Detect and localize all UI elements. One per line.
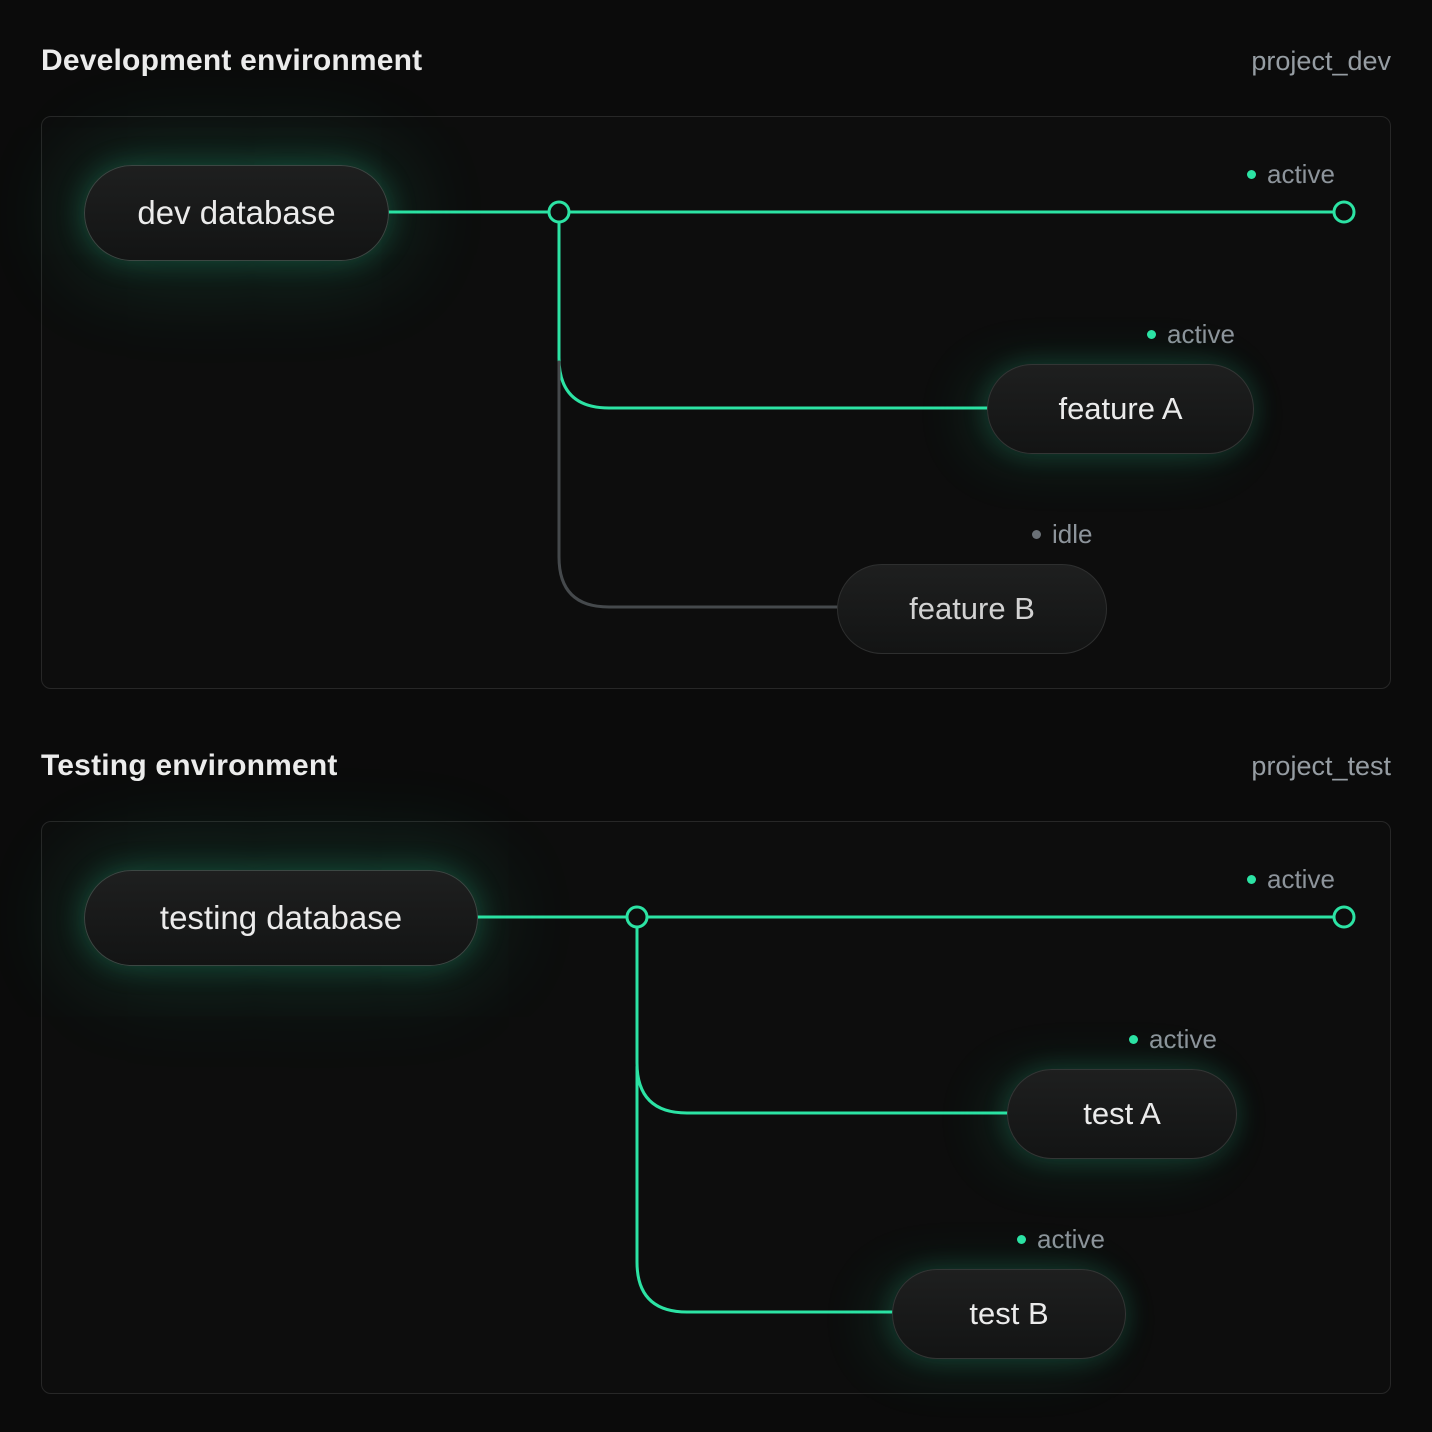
feature-b-label: feature B — [909, 591, 1035, 626]
test-b-status: active — [1017, 1224, 1105, 1255]
trunk-end-node[interactable] — [1332, 200, 1356, 224]
testing-database-node[interactable]: testing database — [84, 870, 478, 966]
feature-a-label: feature A — [1058, 391, 1183, 426]
feature-a-status: active — [1147, 319, 1235, 350]
status-dot-icon — [1247, 170, 1256, 179]
dev-branch-wires — [385, 200, 1356, 609]
test-a-status: active — [1129, 1024, 1217, 1055]
project-label: project_test — [1251, 751, 1391, 781]
test-a-branch-line — [635, 925, 1009, 1115]
dev-database-node[interactable]: dev database — [84, 165, 389, 261]
dev-database-label: dev database — [137, 194, 336, 231]
testing-environment-panel: testing database active active test A ac… — [41, 821, 1391, 1394]
status-label: active — [1267, 159, 1335, 189]
status-label: active — [1167, 319, 1235, 349]
section-title: Development environment — [41, 44, 423, 77]
test-section-header: Testing environment project_test — [41, 749, 1391, 783]
dev-section-header: Development environment project_dev — [41, 44, 1391, 78]
trunk-status: active — [1247, 159, 1335, 190]
trunk-status: active — [1247, 864, 1335, 895]
test-b-label: test B — [969, 1296, 1049, 1331]
test-b-branch-line — [635, 1065, 894, 1314]
feature-a-branch-line — [557, 220, 989, 410]
status-dot-icon — [1147, 330, 1156, 339]
status-label: active — [1037, 1224, 1105, 1254]
trunk-end-node[interactable] — [1332, 905, 1356, 929]
status-dot-icon — [1247, 875, 1256, 884]
test-b-node[interactable]: test B — [892, 1269, 1126, 1359]
status-label: active — [1149, 1024, 1217, 1054]
feature-a-node[interactable]: feature A — [987, 364, 1254, 454]
status-dot-icon — [1129, 1035, 1138, 1044]
status-label: active — [1267, 864, 1335, 894]
status-dot-icon — [1032, 530, 1041, 539]
project-label: project_dev — [1251, 46, 1391, 76]
testing-database-label: testing database — [159, 899, 403, 936]
dev-environment-panel: dev database active active feature A idl… — [41, 116, 1391, 689]
status-label: idle — [1052, 519, 1093, 549]
feature-b-node[interactable]: feature B — [837, 564, 1107, 654]
test-branch-wires — [475, 905, 1356, 1314]
status-dot-icon — [1017, 1235, 1026, 1244]
test-a-label: test A — [1083, 1096, 1161, 1131]
test-a-node[interactable]: test A — [1007, 1069, 1237, 1159]
section-title: Testing environment — [41, 749, 338, 782]
branch-point-node[interactable] — [547, 200, 571, 224]
feature-b-status: idle — [1032, 519, 1092, 550]
feature-b-branch-line — [557, 360, 839, 609]
branch-point-node[interactable] — [625, 905, 649, 929]
